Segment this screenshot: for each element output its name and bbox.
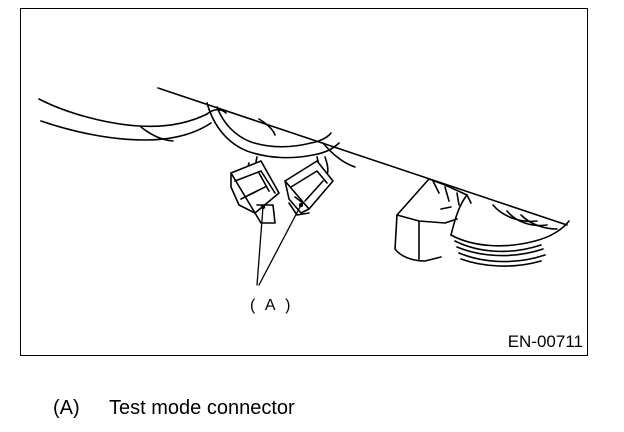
frame-member — [157, 87, 568, 226]
callout-leaders — [256, 204, 302, 286]
figure-frame: ( A ) EN-00711 — [20, 8, 588, 356]
callout-label-a: ( A ) — [250, 297, 294, 314]
connector-illustration — [38, 87, 570, 286]
right-component — [394, 178, 570, 267]
test-mode-connector-right — [284, 160, 334, 216]
left-body-panel — [38, 98, 227, 142]
callout-dots — [260, 202, 304, 210]
test-mode-connector-left — [230, 160, 280, 224]
legend-text: Test mode connector — [109, 397, 295, 419]
legend: (A) Test mode connector — [53, 398, 295, 418]
legend-key: (A) — [53, 397, 80, 419]
figure-code: EN-00711 — [507, 332, 583, 351]
